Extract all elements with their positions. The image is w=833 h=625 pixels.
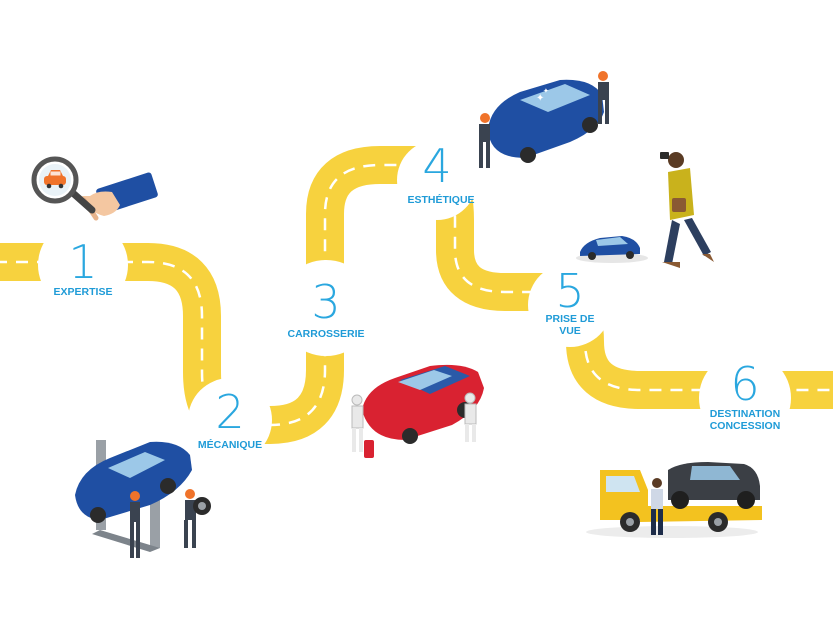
step-3-disc	[278, 260, 374, 356]
photographer-icon	[576, 152, 714, 268]
paint-booth-icon	[351, 364, 484, 458]
step-2: 2 MÉCANIQUE	[198, 385, 262, 451]
polish-worker-right	[598, 71, 609, 124]
step-5-disc	[528, 263, 612, 347]
mechanic-worker	[130, 491, 140, 558]
step-2-disc	[188, 378, 272, 462]
polish-worker-left	[479, 113, 490, 168]
step-discs	[38, 140, 791, 462]
step-5-label-line-1: PRISE DE	[545, 313, 594, 325]
tow-truck-icon	[586, 462, 762, 538]
step-4-disc	[397, 140, 477, 220]
step-2-number: 2	[215, 385, 244, 439]
step-5: 5 PRISE DE VUE	[545, 264, 594, 337]
step-5-number: 5	[555, 264, 584, 318]
step-1-disc	[38, 220, 128, 310]
tire-worker	[184, 489, 211, 548]
step-1-number: 1	[68, 235, 97, 289]
step-6: 6 DESTINATION CONCESSION	[710, 357, 781, 432]
step-4: 4 ESTHÉTIQUE	[407, 139, 474, 206]
step-4-number: 4	[422, 139, 451, 193]
step-6-disc	[699, 352, 791, 444]
svg-text:✦: ✦	[536, 93, 544, 104]
photographer-person	[660, 152, 714, 268]
step-1: 1 EXPERTISE	[54, 235, 113, 298]
step-3-number: 3	[311, 275, 340, 329]
painter-worker-left	[351, 394, 374, 458]
step-1-label: EXPERTISE	[54, 286, 113, 298]
painter-worker-right	[464, 392, 477, 442]
step-5-label-line-2: VUE	[559, 325, 581, 337]
step-4-label: ESTHÉTIQUE	[407, 193, 474, 206]
magnifier-car-icon	[31, 156, 158, 221]
step-3-label: CARROSSERIE	[287, 328, 364, 340]
step-6-number: 6	[730, 357, 759, 411]
svg-text:✦: ✦	[543, 87, 549, 95]
step-3: 3 CARROSSERIE	[287, 275, 364, 340]
car-polish-icon: ✦ ✦	[479, 71, 609, 168]
step-6-label-line-2: CONCESSION	[710, 420, 781, 432]
step-6-label-line-1: DESTINATION	[710, 408, 780, 420]
step-2-label: MÉCANIQUE	[198, 438, 262, 451]
tow-driver	[651, 478, 663, 535]
lift-mechanic-icon	[75, 440, 211, 558]
